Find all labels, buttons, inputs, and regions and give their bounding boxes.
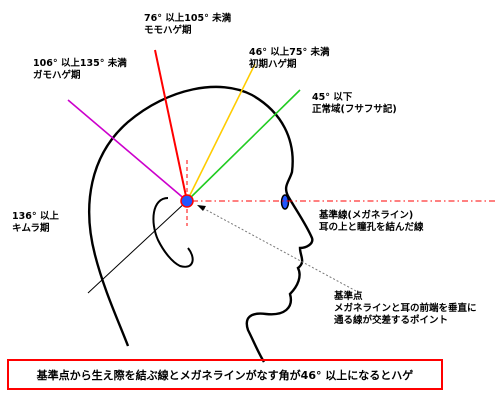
label-kimura-range: 136° 以上 [12,211,59,222]
label-shoki-name: 初期ハゲ期 [249,59,297,70]
label-kijunten: 基準点 メガネラインと耳の前端を垂直に 通る線が交差するポイント [334,291,477,327]
label-seijou-range: 45° 以下 [312,92,353,103]
label-kimura-name: キムラ期 [12,223,50,234]
label-seijou-name: 正常域(フサフサ記) [312,104,397,115]
line-gamohage [67,99,188,202]
line-seijou [186,89,301,202]
eye [280,194,290,210]
line-kimura [87,200,188,294]
line-shoki [186,63,256,202]
caption-text: 基準点から生え際を結ぶ線とメガネラインがなす角が46° 以上になるとハゲ [36,368,414,382]
pointer-arrowhead [197,205,206,211]
label-kijunten-title: 基準点 [334,291,363,302]
label-gamohage-name: ガモハゲ期 [33,70,81,81]
ear [152,197,194,268]
head-profile [88,85,314,363]
label-momohage-range: 76° 以上105° 未満 [144,13,232,24]
label-momohage: 76° 以上105° 未満 モモハゲ期 [144,13,231,37]
label-kijunsen-title: 基準線(メガネライン) [319,210,414,221]
line-momohage [154,49,188,202]
label-kijunsen-desc: 耳の上と瞳孔を結んだ線 [319,222,424,233]
reference-point [180,194,194,208]
label-gamohage-range: 106° 以上135° 未満 [33,58,127,69]
label-shoki-range: 46° 以上75° 未満 [249,47,330,58]
label-seijou: 45° 以下 正常域(フサフサ記) [312,92,397,116]
caption-box: 基準点から生え際を結ぶ線とメガネラインがなす角が46° 以上になるとハゲ [7,359,443,390]
label-shoki: 46° 以上75° 未満 初期ハゲ期 [249,47,330,71]
label-kijunten-desc1: メガネラインと耳の前端を垂直に [334,303,477,314]
label-kimura: 136° 以上 キムラ期 [12,211,59,235]
label-momohage-name: モモハゲ期 [144,25,192,36]
label-kijunten-desc2: 通る線が交差するポイント [334,315,449,326]
label-kijunsen: 基準線(メガネライン) 耳の上と瞳孔を結んだ線 [319,210,424,234]
label-gamohage: 106° 以上135° 未満 ガモハゲ期 [33,58,127,82]
pointer-line [198,205,357,292]
